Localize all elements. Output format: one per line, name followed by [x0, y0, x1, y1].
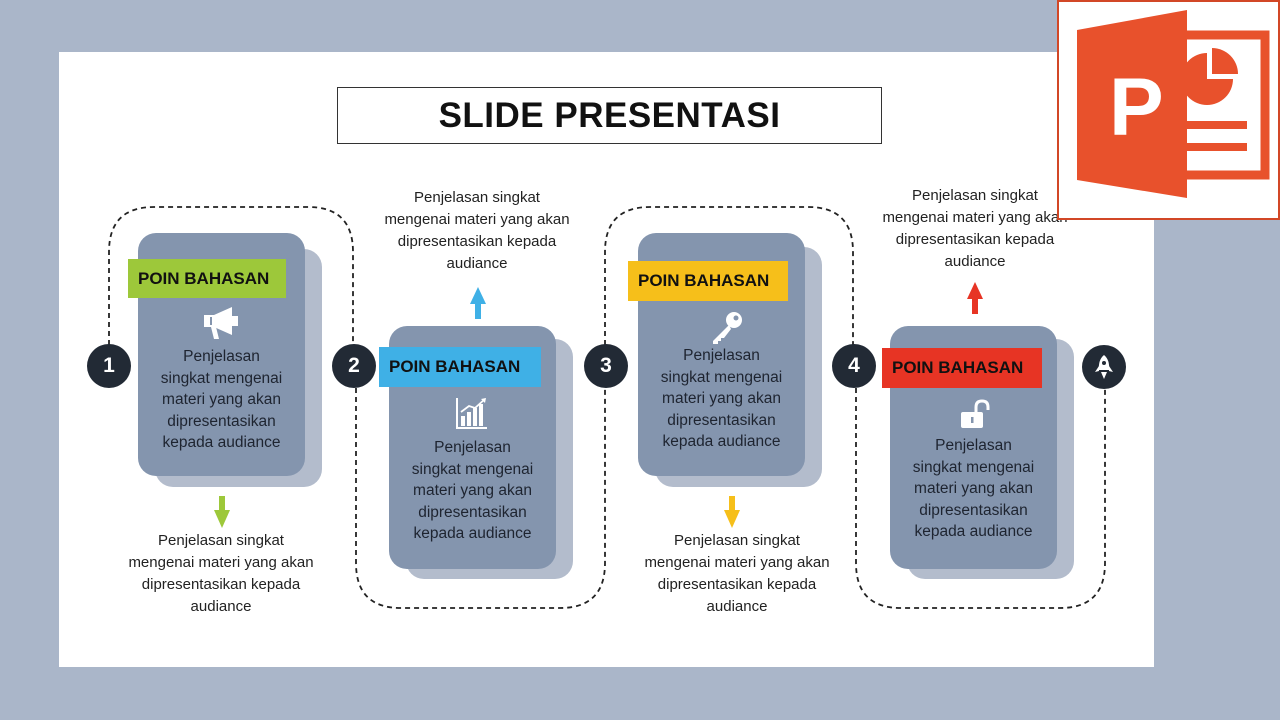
step-3-card-text: Penjelasan singkat mengenai materi yang …: [638, 345, 805, 453]
step-4-number: 4: [832, 344, 876, 388]
card-text-line: materi yang akan: [662, 390, 781, 407]
card-text-line: singkat mengenai: [660, 368, 783, 386]
bar-chart-icon: [456, 398, 487, 429]
step-1-label: POIN BAHASAN: [128, 259, 286, 298]
powerpoint-logo-letter: P: [1109, 62, 1164, 153]
ext-text-line: Penjelasan singkat: [674, 532, 800, 549]
step-3-label: POIN BAHASAN: [628, 261, 788, 301]
arrow-down-yellow: [724, 496, 740, 528]
ext-text-line: dipresentasikan kepada: [141, 576, 301, 593]
slide-title: SLIDE PRESENTASI: [337, 87, 882, 144]
ext-text-line: audiance: [446, 255, 508, 272]
card-text-line: dipresentasikan: [919, 501, 1028, 519]
ext-text-line: audiance: [190, 598, 252, 615]
powerpoint-logo-icon: P: [1057, 0, 1280, 220]
path-segment-2: [355, 388, 606, 609]
ext-text-line: mengenai materi yang akan: [128, 554, 314, 571]
step-1-external-text: Penjelasan singkat mengenai materi yang …: [110, 530, 332, 618]
card-text-line: materi yang akan: [413, 482, 532, 499]
arrow-up-red: [967, 282, 983, 314]
ext-text-line: audiance: [706, 598, 768, 615]
card-text-line: dipresentasikan: [418, 503, 527, 521]
path-segment-1: [108, 206, 354, 345]
path-segment-3: [604, 206, 854, 345]
key-icon: [713, 312, 742, 344]
step-2-card-text: Penjelasan singkat mengenai materi yang …: [389, 437, 556, 545]
unlock-icon: [961, 399, 990, 428]
card-text-line: Penjelasan: [434, 439, 511, 456]
card-text-line: singkat mengenai: [912, 458, 1035, 476]
ext-text-line: Penjelasan singkat: [158, 532, 284, 549]
step-4-label: POIN BAHASAN: [882, 348, 1042, 388]
step-4-external-text: Penjelasan singkat mengenai materi yang …: [864, 185, 1086, 273]
step-4-card-text: Penjelasan singkat mengenai materi yang …: [890, 435, 1057, 543]
ext-text-line: audiance: [944, 253, 1006, 270]
card-text-line: singkat mengenai: [160, 369, 283, 387]
end-circle: [1082, 345, 1126, 389]
card-text-line: dipresentasikan: [667, 411, 776, 429]
card-text-line: materi yang akan: [914, 480, 1033, 497]
card-text-line: Penjelasan: [183, 348, 260, 365]
rocket-icon: [1095, 355, 1113, 379]
ext-text-line: dipresentasikan kepada: [397, 233, 557, 250]
card-text-line: materi yang akan: [162, 391, 281, 408]
megaphone-icon: [204, 307, 238, 339]
ext-text-line: mengenai materi yang akan: [384, 211, 570, 228]
step-2-external-text: Penjelasan singkat mengenai materi yang …: [366, 187, 588, 275]
ext-text-line: dipresentasikan kepada: [895, 231, 1055, 248]
card-text-line: kepada audiance: [662, 433, 781, 450]
arrow-down-green: [214, 496, 230, 528]
card-text-line: kepada audiance: [413, 525, 532, 542]
ext-text-line: Penjelasan singkat: [414, 189, 540, 206]
card-text-line: kepada audiance: [914, 523, 1033, 540]
card-text-line: singkat mengenai: [411, 460, 534, 478]
ext-text-line: dipresentasikan kepada: [657, 576, 817, 593]
card-text-line: Penjelasan: [683, 347, 760, 364]
ext-text-line: Penjelasan singkat: [912, 187, 1038, 204]
ext-text-line: mengenai materi yang akan: [644, 554, 830, 571]
step-3-number: 3: [584, 344, 628, 388]
ext-text-line: mengenai materi yang akan: [882, 209, 1068, 226]
step-1-number: 1: [87, 344, 131, 388]
step-1-card-text: Penjelasan singkat mengenai materi yang …: [138, 346, 305, 454]
card-text-line: dipresentasikan: [167, 412, 276, 430]
step-2-number: 2: [332, 344, 376, 388]
card-text-line: Penjelasan: [935, 437, 1012, 454]
step-2-label: POIN BAHASAN: [379, 347, 541, 387]
card-text-line: kepada audiance: [162, 434, 281, 451]
arrow-up-blue: [470, 287, 486, 319]
step-3-external-text: Penjelasan singkat mengenai materi yang …: [626, 530, 848, 618]
path-segment-4: [855, 388, 1106, 609]
